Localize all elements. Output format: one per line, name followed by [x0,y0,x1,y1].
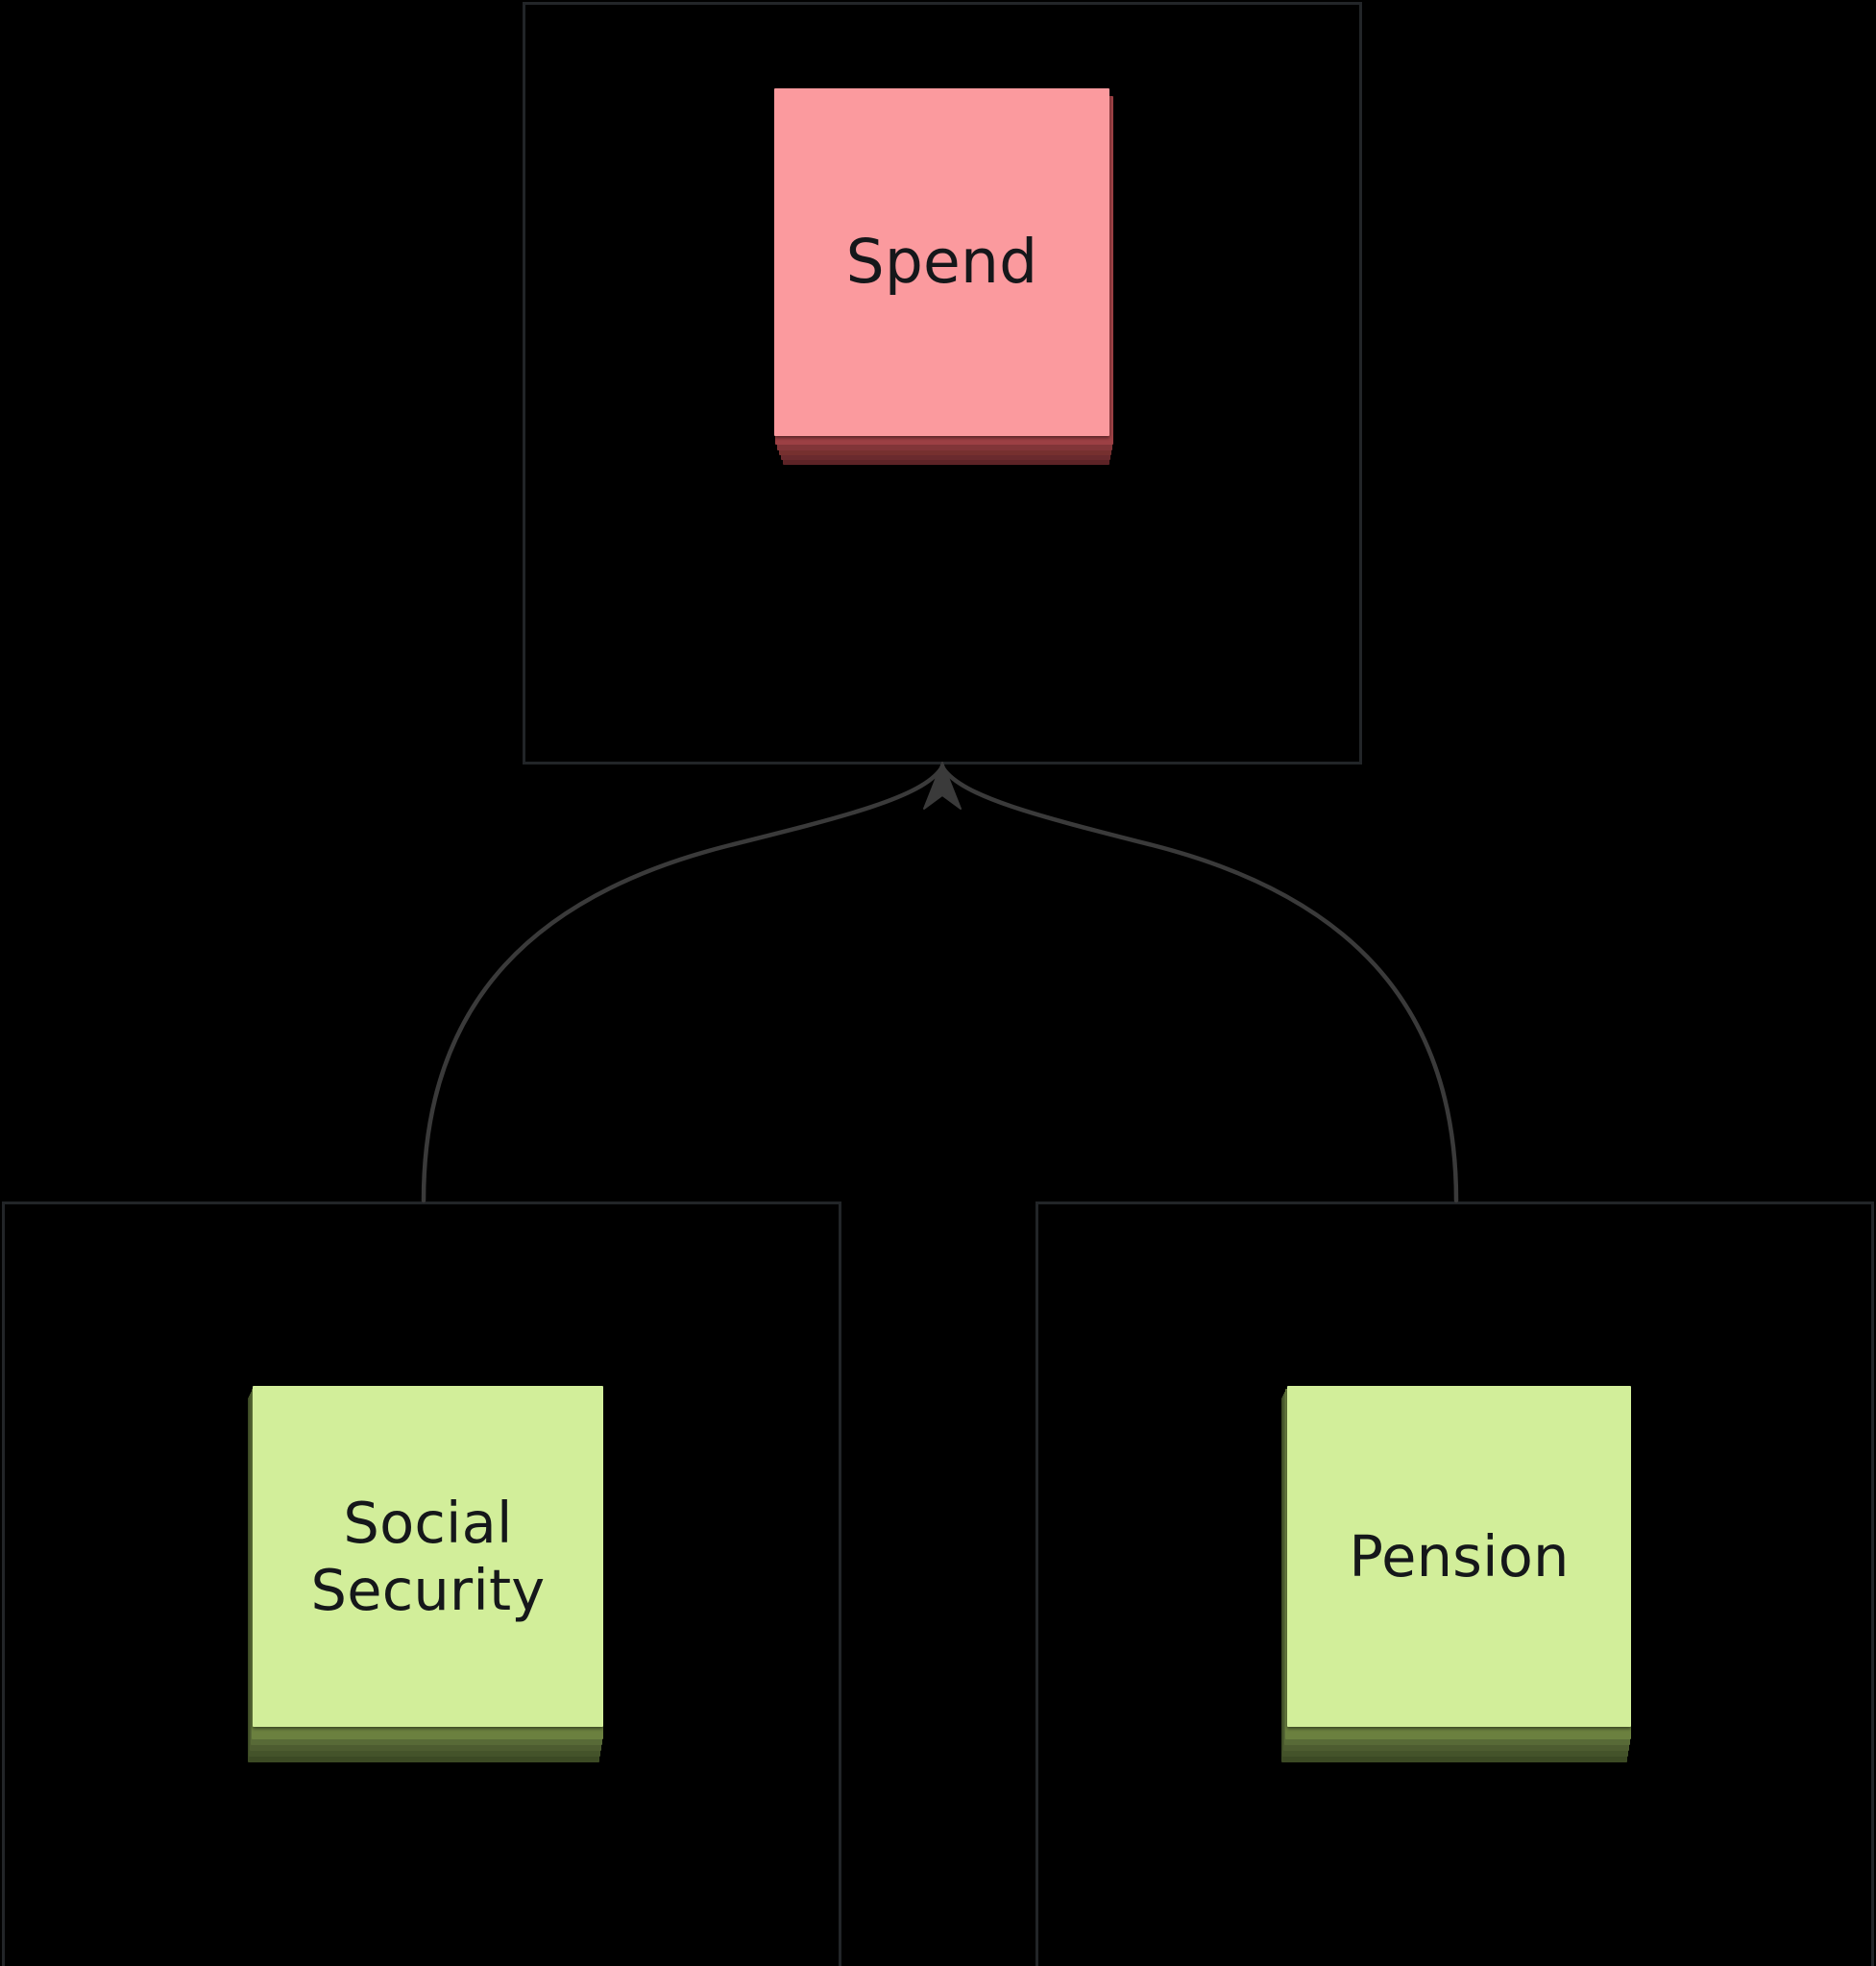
node-pension-label: Pension [1349,1522,1570,1590]
left-child-group-frame [2,1201,841,1966]
node-pension-stack: Pension [1281,1386,1639,1762]
node-social-security-label-line2: Security [310,1556,546,1623]
node-social-security-label-line1: Social [343,1489,513,1556]
node-social-security-label: Social Security [253,1490,603,1623]
node-social-security-stack: Social Security [248,1386,605,1762]
node-social-security[interactable]: Social Security [253,1386,603,1727]
node-spend-stack: Spend [774,88,1114,465]
edge-pension-to-spend [940,765,1459,1203]
node-pension[interactable]: Pension [1287,1386,1631,1727]
right-child-group-frame [1035,1201,1874,1966]
node-spend-label: Spend [845,226,1038,297]
node-spend[interactable]: Spend [774,88,1109,436]
edge-social-security-to-spend [421,765,944,1203]
arrowhead-into-spend [923,762,962,810]
